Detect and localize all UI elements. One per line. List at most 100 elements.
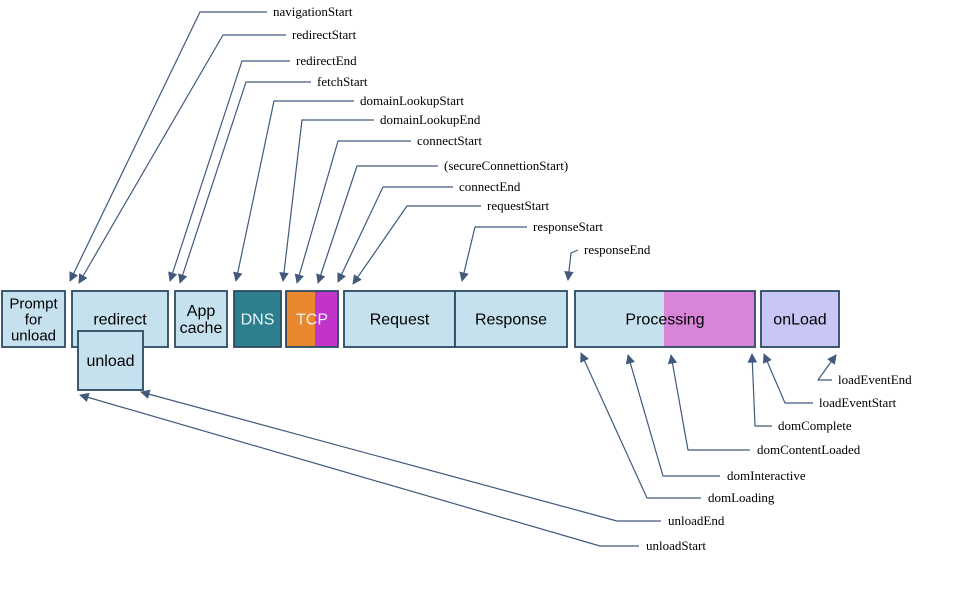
callout-connect-start: connectStart xyxy=(294,133,482,284)
box-label-redirect: redirect xyxy=(93,312,147,329)
callout-arrow-dom-loading xyxy=(580,352,701,499)
callout-arrow-request-start xyxy=(352,205,481,285)
callout-arrow-domain-lookup-start xyxy=(233,100,354,282)
box-fill2-processing xyxy=(664,291,755,347)
box-fill-app-cache xyxy=(175,291,227,347)
callout-arrow-dom-complete xyxy=(747,353,772,427)
box-fill-request xyxy=(344,291,455,347)
callout-domain-lookup-end: domainLookupEnd xyxy=(279,112,481,282)
callout-label-dom-complete: domComplete xyxy=(778,418,852,433)
callout-label-unload-end: unloadEnd xyxy=(668,513,725,528)
box-label-prompt-for-unload: unload xyxy=(11,327,56,344)
callout-arrow-unload-start xyxy=(79,392,639,547)
box-label-processing: Processing xyxy=(625,312,704,329)
callout-label-dom-content-loaded: domContentLoaded xyxy=(757,442,861,457)
box-label-unload: unload xyxy=(86,353,134,370)
callout-label-redirect-start: redirectStart xyxy=(292,27,357,42)
box-fill-onload xyxy=(761,291,839,347)
box-unload: unload xyxy=(77,330,144,391)
callout-label-unload-start: unloadStart xyxy=(646,538,706,553)
box-border-app-cache xyxy=(174,290,228,348)
callout-arrow-response-start xyxy=(459,226,527,282)
box-fill-unload xyxy=(78,331,143,390)
callout-label-connect-start: connectStart xyxy=(417,133,482,148)
box-border-onload xyxy=(760,290,840,348)
box-border-tcp xyxy=(285,290,339,348)
callout-arrow-redirect-start xyxy=(78,34,286,284)
callout-arrow-domain-lookup-end xyxy=(279,119,374,282)
callout-response-start: responseStart xyxy=(459,219,603,282)
callout-label-dom-interactive: domInteractive xyxy=(727,468,806,483)
callout-secure-connection-start: (secureConnettionStart) xyxy=(316,158,568,284)
callout-dom-interactive: domInteractive xyxy=(625,354,806,483)
box-request: Request xyxy=(343,290,456,348)
box-border-dns xyxy=(233,290,282,348)
callout-arrow-navigation-start xyxy=(69,11,267,282)
callout-label-load-event-end: loadEventEnd xyxy=(838,372,912,387)
box-onload: onLoad xyxy=(760,290,840,348)
box-response: Response xyxy=(454,290,568,348)
box-label-prompt-for-unload: Prompt xyxy=(9,295,58,312)
box-border-unload xyxy=(77,330,144,391)
callout-fetch-start: fetchStart xyxy=(178,74,368,284)
callout-label-fetch-start: fetchStart xyxy=(317,74,368,89)
callout-arrow-fetch-start xyxy=(178,81,311,284)
callout-dom-loading: domLoading xyxy=(580,352,775,505)
box-fill-dns xyxy=(234,291,281,347)
callout-redirect-start: redirectStart xyxy=(78,27,357,284)
box-label-prompt-for-unload: for xyxy=(25,311,43,328)
callout-arrow-load-event-end xyxy=(817,354,837,381)
callout-label-dom-loading: domLoading xyxy=(708,490,775,505)
callout-arrow-unload-end xyxy=(140,389,661,522)
box-border-response xyxy=(454,290,568,348)
callout-label-redirect-end: redirectEnd xyxy=(296,53,357,68)
box-processing: Processing xyxy=(574,290,756,348)
callout-dom-content-loaded: domContentLoaded xyxy=(667,354,861,457)
callout-label-response-end: responseEnd xyxy=(584,242,651,257)
callout-label-navigation-start: navigationStart xyxy=(273,4,353,19)
box-label-app-cache: App xyxy=(187,303,216,320)
callout-arrow-connect-end xyxy=(337,186,453,283)
box-fill-prompt-for-unload xyxy=(2,291,65,347)
box-fill2-tcp xyxy=(315,291,338,347)
box-tcp: TCP xyxy=(285,290,339,348)
box-dns: DNS xyxy=(233,290,282,348)
callout-arrow-response-end xyxy=(564,249,579,281)
callout-arrow-secure-connection-start xyxy=(316,165,438,284)
callout-arrow-load-event-start xyxy=(763,353,813,404)
callout-load-event-end: loadEventEnd xyxy=(817,354,912,387)
box-label-dns: DNS xyxy=(241,312,275,329)
callout-label-request-start: requestStart xyxy=(487,198,549,213)
callout-navigation-start: navigationStart xyxy=(69,4,353,282)
callout-label-load-event-start: loadEventStart xyxy=(819,395,897,410)
box-border-processing xyxy=(574,290,756,348)
box-label-request: Request xyxy=(370,312,430,329)
box-label-app-cache: cache xyxy=(180,320,223,337)
callout-redirect-end: redirectEnd xyxy=(168,53,357,282)
callout-label-connect-end: connectEnd xyxy=(459,179,521,194)
box-label-tcp: TCP xyxy=(296,312,328,329)
callout-unload-end: unloadEnd xyxy=(140,389,725,528)
callout-label-response-start: responseStart xyxy=(533,219,603,234)
callout-unload-start: unloadStart xyxy=(79,392,706,553)
callout-domain-lookup-start: domainLookupStart xyxy=(233,93,464,282)
callout-label-domain-lookup-end: domainLookupEnd xyxy=(380,112,481,127)
callout-connect-end: connectEnd xyxy=(337,179,521,283)
callout-dom-complete: domComplete xyxy=(747,353,852,433)
callout-label-secure-connection-start: (secureConnettionStart) xyxy=(444,158,568,173)
box-fill-response xyxy=(455,291,567,347)
callout-response-end: responseEnd xyxy=(564,242,651,281)
callout-arrow-redirect-end xyxy=(168,60,290,282)
callout-arrow-dom-content-loaded xyxy=(667,354,750,451)
callout-arrow-dom-interactive xyxy=(625,354,720,477)
callout-label-domain-lookup-start: domainLookupStart xyxy=(360,93,464,108)
box-border-prompt-for-unload xyxy=(1,290,66,348)
box-label-onload: onLoad xyxy=(773,312,826,329)
box-label-response: Response xyxy=(475,312,547,329)
callout-load-event-start: loadEventStart xyxy=(763,353,897,410)
callout-request-start: requestStart xyxy=(352,198,549,285)
